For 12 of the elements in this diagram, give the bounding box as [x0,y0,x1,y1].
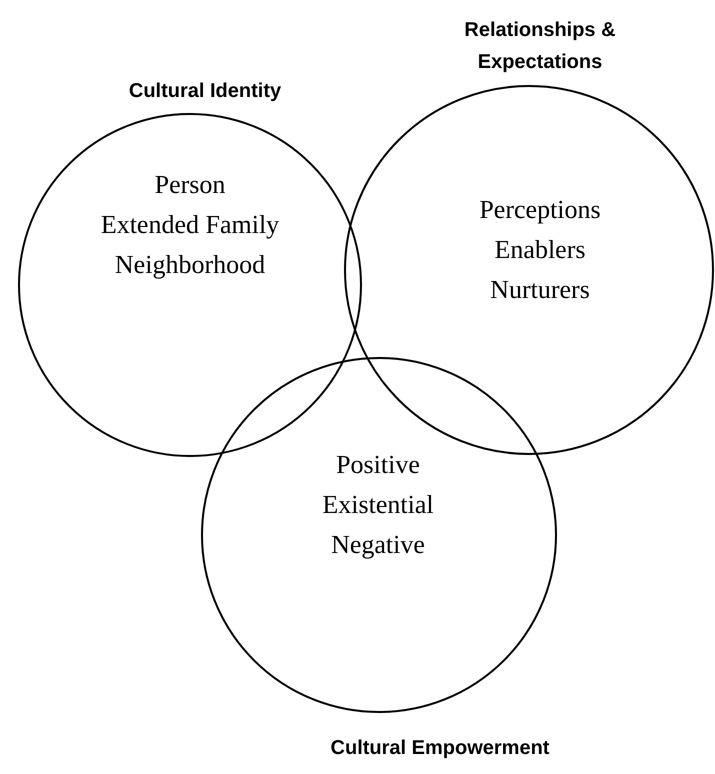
circle-item: Person [154,169,226,201]
circle-heading: Cultural Empowerment [330,736,550,761]
circle-heading: Cultural Identity [128,79,282,104]
circle-item: Perceptions [479,194,601,226]
circle-item: Existential [322,489,434,521]
circle-item: Negative [331,529,425,561]
circle-item: Nurturers [490,274,590,306]
circle-item: Neighborhood [114,249,266,281]
circle-heading: Relationships & Expectations [463,18,617,75]
circle-item: Positive [336,449,420,481]
circle-item: Extended Family [100,209,280,241]
circle-item: Enablers [494,234,586,266]
